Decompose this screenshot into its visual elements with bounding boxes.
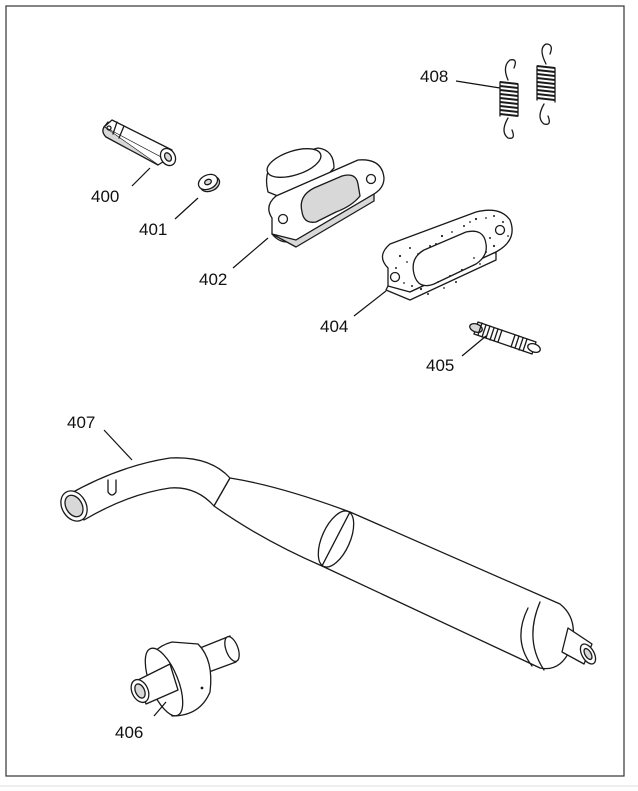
label-407: 407 [67,413,95,432]
label-408: 408 [420,67,448,86]
part-406-baffle [130,635,240,717]
label-406: 406 [115,723,143,742]
leader-405 [461,335,487,357]
label-402: 402 [199,270,227,289]
leader-402 [232,237,269,269]
part-402-exhaust-flange [265,147,385,248]
part-407-muffler [60,457,597,671]
label-404: 404 [320,317,348,336]
part-404-gasket [381,209,513,301]
leader-400 [131,167,151,187]
part-408-springs [499,43,556,139]
part-400-pin [102,119,177,167]
part-405-threaded-stud [469,321,541,355]
spring-right [536,43,556,125]
label-405: 405 [426,356,454,375]
label-400: 400 [91,187,119,206]
leader-401 [174,197,199,220]
leader-406 [153,701,167,717]
part-401-washer [197,173,221,193]
leader-408 [455,80,501,89]
spring-left [499,59,519,139]
leader-407 [103,429,133,461]
leader-404 [353,290,387,317]
label-401: 401 [139,220,167,239]
